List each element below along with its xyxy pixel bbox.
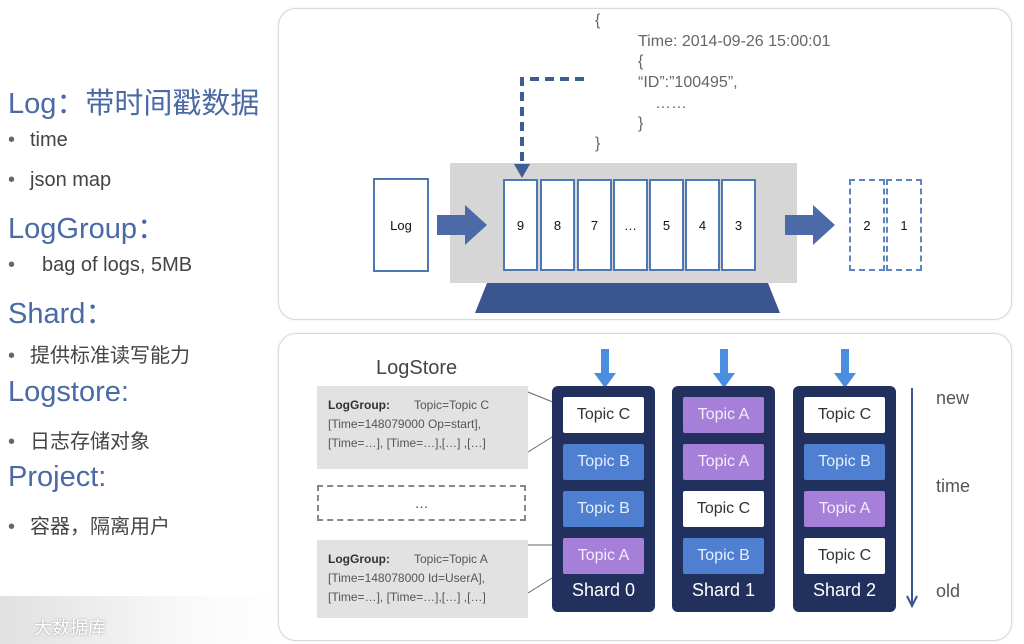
loggroup-title: LogGroup: bbox=[328, 552, 390, 566]
shard-label: Shard 2 bbox=[812, 580, 877, 600]
loggroup-box-1: LogGroup: Topic=Topic C [Time=148079000 O… bbox=[317, 386, 528, 469]
heading-project: Project: bbox=[8, 461, 107, 493]
queue-base bbox=[475, 283, 780, 313]
bullet-json-map: •json map bbox=[8, 169, 112, 191]
time-axis-arrow-icon bbox=[906, 388, 918, 609]
consumed-cell: 1 bbox=[886, 179, 922, 271]
queue-cell: 7 bbox=[577, 179, 612, 271]
watermark-text: 大数据库 bbox=[34, 618, 106, 638]
shard-2-input-arrow-icon bbox=[834, 349, 856, 388]
loggroup-topic: Topic=Topic A bbox=[413, 552, 488, 566]
watermark-background bbox=[0, 596, 280, 644]
bullet-time: •time bbox=[8, 129, 68, 151]
bullet-project-desc: •容器，隔离用户 bbox=[8, 516, 170, 538]
time-axis-time: time bbox=[936, 476, 971, 496]
shard-1: Topic A Topic A Topic C Topic B Shard 1 bbox=[672, 386, 775, 612]
loggroup-placeholder: … bbox=[317, 485, 526, 521]
loggroup-title: LogGroup: bbox=[328, 398, 390, 412]
queue-cell-label: 8 bbox=[553, 217, 562, 233]
queue-cell: 8 bbox=[540, 179, 575, 271]
topic-chip: Topic A bbox=[804, 491, 885, 527]
shard-label: Shard 0 bbox=[571, 580, 636, 600]
logstore-title: LogStore bbox=[376, 357, 458, 379]
time-axis-new: new bbox=[936, 388, 970, 408]
queue-cell: 5 bbox=[649, 179, 684, 271]
shard-label: Shard 1 bbox=[691, 580, 756, 600]
loggroup-line: [Time=148079000 Op=start], bbox=[328, 417, 481, 431]
shard-0-input-arrow-icon bbox=[594, 349, 616, 388]
topic-chip: Topic C bbox=[804, 397, 885, 433]
loggroup-topic: Topic=Topic C bbox=[413, 398, 490, 412]
topic-chip: Topic B bbox=[804, 444, 885, 480]
json-close-brace: } bbox=[595, 135, 601, 152]
queue-cell-label: 5 bbox=[662, 217, 671, 233]
loggroup-line: [Time=…], [Time=…],[…] ,[…] bbox=[328, 590, 486, 604]
shard-1-input-arrow-icon bbox=[713, 349, 735, 388]
topic-chip: Topic B bbox=[563, 491, 644, 527]
queue-cell-label: 9 bbox=[516, 217, 525, 233]
consumed-cell: 2 bbox=[849, 179, 885, 271]
loggroup-line: [Time=148078000 Id=UserA], bbox=[328, 571, 485, 585]
shard-2: Topic C Topic B Topic A Topic C Shard 2 bbox=[793, 386, 896, 612]
bullet-bag-of-logs: •bag of logs, 5MB bbox=[8, 254, 193, 276]
consumed-cell-label: 2 bbox=[863, 217, 871, 233]
queue-cell: 4 bbox=[685, 179, 720, 271]
queue-cell-label: 4 bbox=[698, 217, 707, 233]
consumed-cell-label: 1 bbox=[900, 217, 908, 233]
json-open-brace: { bbox=[595, 12, 601, 29]
topic-chip: Topic A bbox=[563, 538, 644, 574]
json-inner-close: } bbox=[638, 115, 644, 132]
bullet-shard-desc: •提供标准读写能力 bbox=[8, 345, 190, 367]
shard-0: Topic C Topic B Topic B Topic A Shard 0 bbox=[552, 386, 655, 612]
heading-shard: Shard： bbox=[8, 298, 115, 330]
topic-chip: Topic C bbox=[804, 538, 885, 574]
heading-log: Log：带时间戳数据 bbox=[8, 88, 260, 120]
json-inner-open: { bbox=[638, 53, 644, 70]
heading-logstore: Logstore: bbox=[8, 376, 129, 408]
log-box: Log bbox=[373, 178, 429, 272]
queue-cell: 3 bbox=[721, 179, 756, 271]
heading-loggroup: LogGroup： bbox=[8, 213, 166, 245]
json-id: “ID”:”100495”, bbox=[638, 74, 738, 91]
topic-chip: Topic C bbox=[683, 491, 764, 527]
json-time: Time: 2014-09-26 15:00:01 bbox=[638, 33, 831, 50]
topic-chip: Topic A bbox=[683, 397, 764, 433]
loggroup-header: LogGroup: Topic=Topic C bbox=[328, 396, 528, 415]
queue-cell-label: 3 bbox=[734, 217, 743, 233]
dequeue-arrow-icon bbox=[785, 205, 835, 245]
topic-chip: Topic B bbox=[563, 444, 644, 480]
loggroup-box-2: LogGroup: Topic=Topic A [Time=148078000 I… bbox=[317, 540, 528, 618]
log-box-label: Log bbox=[390, 217, 412, 233]
bullet-logstore-desc: •日志存储对象 bbox=[8, 431, 150, 453]
topic-chip: Topic C bbox=[563, 397, 644, 433]
enqueue-arrow-icon bbox=[437, 205, 487, 245]
queue-cell-label: 7 bbox=[590, 217, 599, 233]
dashed-pointer-arrow bbox=[514, 77, 584, 178]
placeholder-ellipsis: … bbox=[414, 495, 429, 511]
queue-cell: … bbox=[613, 179, 648, 271]
queue-cell-label: … bbox=[624, 217, 637, 233]
loggroup-line: [Time=…], [Time=…],[…] ,[…] bbox=[328, 436, 486, 450]
time-axis-old: old bbox=[936, 581, 961, 601]
topic-chip: Topic B bbox=[683, 538, 764, 574]
json-ellipsis: …… bbox=[655, 95, 687, 112]
queue-cell: 9 bbox=[503, 179, 538, 271]
loggroup-header: LogGroup: Topic=Topic A bbox=[328, 550, 528, 569]
topic-chip: Topic A bbox=[683, 444, 764, 480]
